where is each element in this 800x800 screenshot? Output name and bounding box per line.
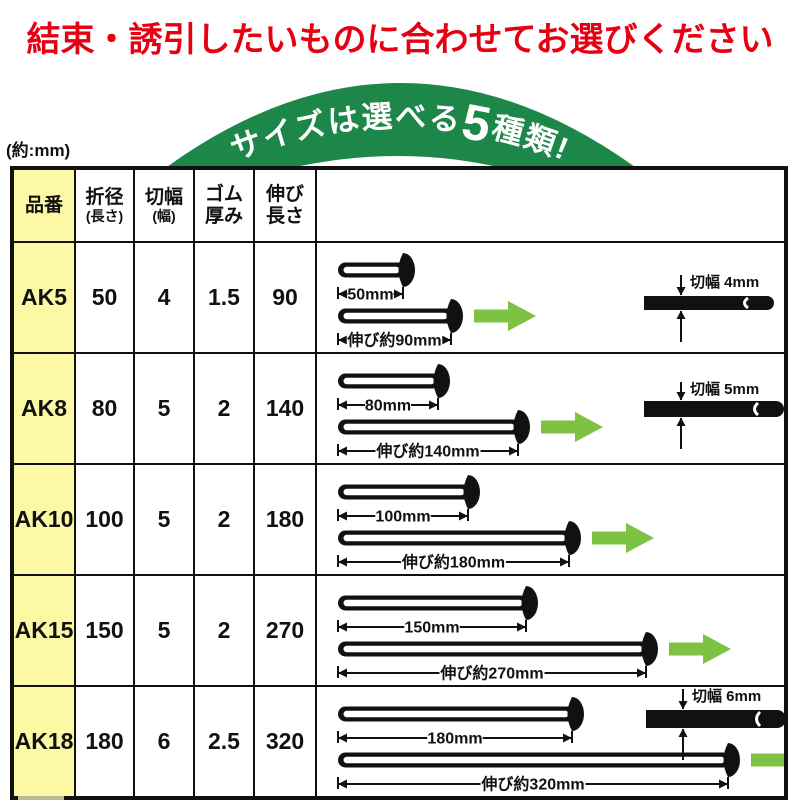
header-text: 品番 xyxy=(24,194,63,216)
stretch-length-value: 90 xyxy=(253,241,317,354)
partial-element-bottom xyxy=(18,792,64,800)
thickness-value: 2 xyxy=(193,574,255,687)
thickness-value: 2 xyxy=(193,352,255,465)
band-diagram-svg: 150mm 伸び約270mm xyxy=(337,586,731,683)
size-diagram-cell: 100mm 伸び約180mm xyxy=(315,463,787,576)
cut-width-value: 6 xyxy=(133,685,195,799)
band-diagram-svg: 100mm 伸び約180mm xyxy=(337,475,654,572)
header-product-number: 品番 xyxy=(11,167,76,243)
svg-text:伸び約90mm: 伸び約90mm xyxy=(346,331,441,350)
svg-text:180mm: 180mm xyxy=(427,731,482,748)
table-row-ak8: AK8 80 5 2 140 80mm 伸び約140mm 切幅 5mm xyxy=(11,352,787,465)
header-subtext: (幅) xyxy=(152,208,176,225)
header-cut-width: 切幅(幅) xyxy=(133,167,195,243)
table-row-ak15: AK15 150 5 2 270 150mm 伸び約270mm xyxy=(11,574,787,687)
product-id: AK5 xyxy=(11,241,76,354)
band-diagram-svg: 80mm 伸び約140mm 切幅 5mm xyxy=(337,364,784,461)
header-rubber-thickness: ゴム厚み xyxy=(193,167,255,243)
size-diagram-cell: 80mm 伸び約140mm 切幅 5mm xyxy=(315,352,787,465)
product-id: AK10 xyxy=(11,463,76,576)
cut-width-value: 5 xyxy=(133,463,195,576)
product-id: AK18 xyxy=(11,685,76,799)
svg-text:50mm: 50mm xyxy=(347,287,393,304)
header-diagram xyxy=(315,167,787,243)
header-subtext: 厚み xyxy=(204,205,243,227)
header-subtext: 長さ xyxy=(265,205,304,227)
svg-text:100mm: 100mm xyxy=(375,509,430,526)
arc-shape xyxy=(160,83,642,172)
product-id: AK15 xyxy=(11,574,76,687)
header-stretch-length: 伸び長さ xyxy=(253,167,317,243)
stretch-length-value: 270 xyxy=(253,574,317,687)
product-id: AK8 xyxy=(11,352,76,465)
arc-banner: サイズは選べる5種類! xyxy=(160,83,642,172)
thickness-value: 2 xyxy=(193,463,255,576)
svg-text:切幅 4mm: 切幅 4mm xyxy=(690,273,759,291)
fold-diameter-value: 100 xyxy=(74,463,135,576)
stretch-length-value: 180 xyxy=(253,463,317,576)
size-diagram-cell: 50mm 伸び約90mm 切幅 4mm xyxy=(315,241,787,354)
cut-width-value: 5 xyxy=(133,352,195,465)
header-text: ゴム xyxy=(204,183,243,205)
header-text: 折径 xyxy=(85,186,124,208)
header-text: 伸び xyxy=(265,183,304,205)
band-diagram-svg: 180mm 伸び約320mm 切幅 6mm xyxy=(337,687,784,794)
svg-text:伸び約140mm: 伸び約140mm xyxy=(375,442,479,461)
page-title: 結束・誘引したいものに合わせてお選びください xyxy=(26,21,774,59)
svg-text:伸び約180mm: 伸び約180mm xyxy=(401,553,505,572)
svg-text:80mm: 80mm xyxy=(365,398,411,415)
band-diagram-svg: 50mm 伸び約90mm 切幅 4mm xyxy=(337,253,774,350)
fold-diameter-value: 80 xyxy=(74,352,135,465)
svg-text:伸び約270mm: 伸び約270mm xyxy=(439,664,543,683)
header-subtext: (長さ) xyxy=(85,208,124,225)
table-header-row: 品番 折径(長さ) 切幅(幅) ゴム厚み 伸び長さ xyxy=(11,167,787,243)
table-row-ak5: AK5 50 4 1.5 90 50mm 伸び約90mm 切幅 4mm xyxy=(11,241,787,354)
fold-diameter-value: 180 xyxy=(74,685,135,799)
table-row-ak18: AK18 180 6 2.5 320 180mm 伸び約320mm 切幅 6mm xyxy=(11,685,787,799)
cut-width-value: 4 xyxy=(133,241,195,354)
cut-width-value: 5 xyxy=(133,574,195,687)
svg-text:伸び約320mm: 伸び約320mm xyxy=(480,775,584,794)
svg-text:150mm: 150mm xyxy=(404,620,459,637)
svg-text:切幅 6mm: 切幅 6mm xyxy=(692,687,761,705)
svg-text:切幅 5mm: 切幅 5mm xyxy=(690,380,759,398)
size-diagram-cell: 180mm 伸び約320mm 切幅 6mm xyxy=(315,685,787,799)
table-row-ak10: AK10 100 5 2 180 100mm 伸び約180mm xyxy=(11,463,787,576)
thickness-value: 1.5 xyxy=(193,241,255,354)
thickness-value: 2.5 xyxy=(193,685,255,799)
fold-diameter-value: 50 xyxy=(74,241,135,354)
unit-note: (約:mm) xyxy=(6,141,71,160)
stretch-length-value: 320 xyxy=(253,685,317,799)
header-fold-diameter: 折径(長さ) xyxy=(74,167,135,243)
size-spec-table: 品番 折径(長さ) 切幅(幅) ゴム厚み 伸び長さ AK5 50 4 1.5 9… xyxy=(10,166,788,800)
fold-diameter-value: 150 xyxy=(74,574,135,687)
header-text: 切幅 xyxy=(144,186,183,208)
stretch-length-value: 140 xyxy=(253,352,317,465)
size-diagram-cell: 150mm 伸び約270mm xyxy=(315,574,787,687)
